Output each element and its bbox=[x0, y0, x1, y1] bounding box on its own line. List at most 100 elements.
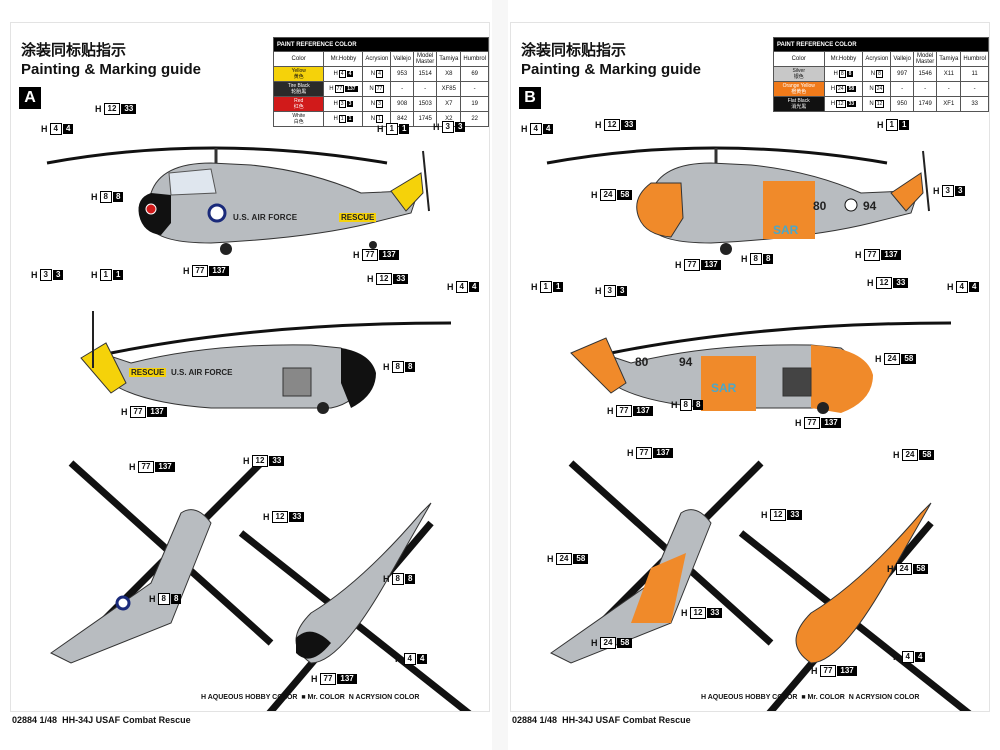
code-marking: 94 bbox=[863, 199, 877, 213]
main-rotor-blade bbox=[546, 146, 888, 165]
footer-a: 02884 1/48 HH-34J USAF Combat Rescue bbox=[12, 715, 191, 725]
sheet-b: 涂装同标贴指示 Painting & Marking guide B PAINT… bbox=[510, 22, 990, 712]
cockpit-window bbox=[168, 168, 217, 196]
fuselage-side-a1 bbox=[150, 162, 422, 244]
paint-reference-table-b: PAINT REFERENCE COLOR Color Mr.Hobby Acr… bbox=[773, 37, 989, 112]
helicopter-drawings-a bbox=[46, 146, 472, 711]
orange-band-top bbox=[631, 553, 686, 623]
fuselage-bottom-b bbox=[795, 502, 932, 664]
page-gutter bbox=[492, 0, 508, 750]
rescue-marking: RESCUE bbox=[129, 368, 167, 377]
usaf-roundel bbox=[207, 203, 227, 223]
main-rotor-blade bbox=[610, 321, 952, 355]
fuselage-bottom-a bbox=[295, 502, 432, 664]
code-marking: 94 bbox=[679, 355, 693, 369]
cargo-door bbox=[282, 367, 312, 397]
fuselage-top-b bbox=[550, 509, 712, 664]
footer-b: 02884 1/48 HH-34J USAF Combat Rescue bbox=[512, 715, 691, 725]
scheme-letter-a: A bbox=[19, 87, 41, 109]
fuselage-marking: U.S. AIR FORCE bbox=[233, 213, 298, 222]
cargo-door bbox=[782, 367, 812, 397]
sar-marking: SAR bbox=[773, 223, 799, 237]
fuselage-top-a bbox=[50, 509, 212, 664]
tail-orange-band bbox=[890, 172, 924, 212]
color-legend-b: H AQUEOUS HOBBY COLOR ■ Mr. COLOR N ACRY… bbox=[701, 694, 920, 701]
tail-yellow-band bbox=[390, 172, 424, 212]
title-english: Painting & Marking guide bbox=[21, 61, 202, 78]
main-rotor-blade bbox=[110, 321, 452, 355]
iron-cross bbox=[844, 198, 858, 212]
nose-orange bbox=[811, 345, 873, 413]
nose-black bbox=[341, 348, 376, 408]
title-chinese: 涂装同标贴指示 bbox=[21, 41, 127, 59]
table-header: PAINT REFERENCE COLOR bbox=[273, 37, 489, 52]
sar-marking: SAR bbox=[711, 381, 737, 395]
paint-reference-table-a: PAINT REFERENCE COLOR Color Mr.Hobby Acr… bbox=[272, 37, 489, 127]
code-marking: 80 bbox=[813, 199, 827, 213]
tail-rotor bbox=[422, 150, 430, 212]
main-wheel bbox=[220, 243, 232, 255]
title-chinese: 涂装同标贴指示 bbox=[521, 41, 627, 59]
tail-orange-band bbox=[570, 337, 627, 394]
title-english: Painting & Marking guide bbox=[521, 61, 702, 78]
main-wheel bbox=[817, 402, 829, 414]
color-legend-a: H AQUEOUS HOBBY COLOR ■ Mr. COLOR N ACRY… bbox=[201, 694, 420, 701]
nose-black bbox=[138, 193, 171, 235]
usaf-roundel-top bbox=[115, 595, 131, 611]
nose-orange bbox=[636, 182, 684, 238]
scheme-letter-b: B bbox=[519, 87, 541, 109]
main-rotor-blade bbox=[46, 146, 388, 165]
sheet-a: 涂装同标贴指示 Painting & Marking guide A PAINT… bbox=[10, 22, 490, 712]
main-wheel bbox=[720, 243, 732, 255]
rotor-blade-x bbox=[238, 530, 472, 711]
tail-wheel bbox=[369, 241, 377, 249]
nose-black-top bbox=[296, 631, 331, 659]
main-wheel bbox=[317, 402, 329, 414]
tail-rotor bbox=[922, 150, 930, 212]
